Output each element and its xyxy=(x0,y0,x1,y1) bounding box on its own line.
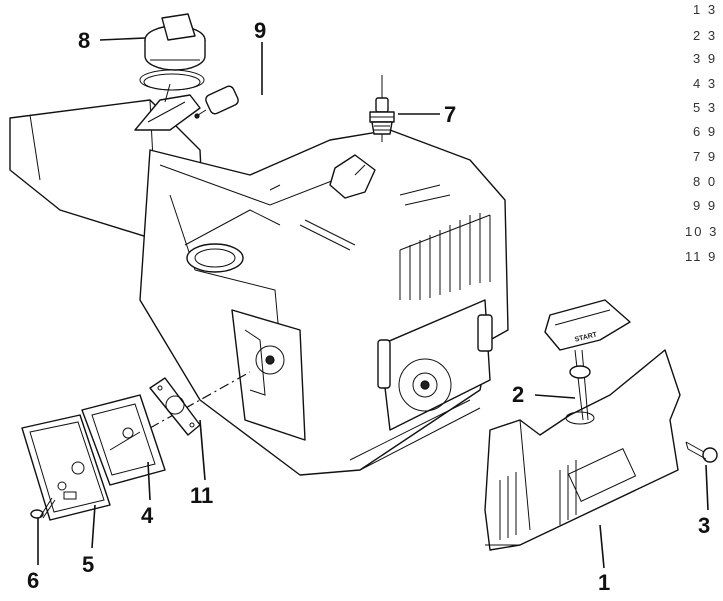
ref-item: 8 0 xyxy=(693,174,717,189)
callout-3: 3 xyxy=(698,513,710,538)
ref-item: 4 3 xyxy=(693,76,717,91)
callout-2: 2 xyxy=(512,382,524,407)
callout-4: 4 xyxy=(141,503,154,528)
cooling-vents xyxy=(399,213,491,300)
callout-5: 5 xyxy=(82,552,94,577)
part-8-fuel-cap xyxy=(134,13,206,131)
ref-item: 1 3 xyxy=(693,2,717,17)
callout-6: 6 xyxy=(27,568,39,593)
part-1-starter-cover xyxy=(484,349,681,551)
callout-8: 8 xyxy=(78,28,90,53)
ref-item: 9 9 xyxy=(693,198,717,213)
assembly-axis-line xyxy=(149,371,251,429)
ref-item: 2 3 xyxy=(693,28,717,43)
callout-11: 11 xyxy=(190,483,213,508)
callout-1: 1 xyxy=(598,570,610,595)
ref-item: 3 9 xyxy=(693,51,717,66)
callout-labels: 8 9 7 2 3 1 11 4 5 6 xyxy=(27,18,710,595)
ref-item: 10 3 xyxy=(685,224,718,239)
part-2-starter-handle: START xyxy=(544,299,631,421)
part-5-air-filter-cover xyxy=(21,414,111,521)
ref-item: 5 3 xyxy=(693,100,717,115)
ref-item: 6 9 xyxy=(693,124,717,139)
reference-list: 1 3 2 3 3 9 4 3 5 3 6 9 7 9 8 0 9 9 10 3… xyxy=(685,2,718,264)
callout-9: 9 xyxy=(254,18,266,43)
part-6-screw xyxy=(30,497,56,519)
ref-item: 7 9 xyxy=(693,149,717,164)
part-3-screw xyxy=(685,441,718,463)
part-9-fuel-filter xyxy=(194,85,239,119)
callout-7: 7 xyxy=(444,102,456,127)
part-4-air-filter xyxy=(81,394,166,486)
ref-item: 11 9 xyxy=(685,249,717,264)
engine-housing xyxy=(9,99,509,476)
part-7-spark-plug xyxy=(369,75,395,142)
leader-lines xyxy=(37,37,709,569)
